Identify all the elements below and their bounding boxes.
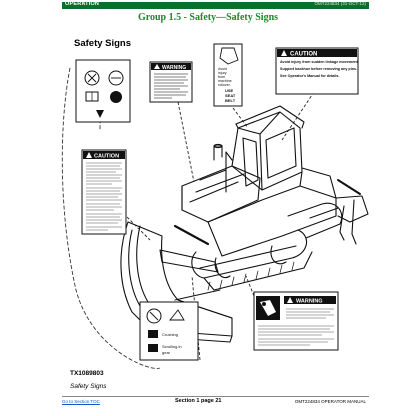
- bottom-left-line-1: Crushing: [162, 332, 178, 337]
- sign-pictograms-top-left: [75, 59, 131, 123]
- sign-warning-top: WARNING: [149, 61, 193, 103]
- sign-caution-right: CAUTION Avoid injury from sudden linkage…: [275, 47, 359, 95]
- seatbelt-line-7: SEAT: [225, 93, 236, 98]
- left-caution-heading: CAUTION: [94, 154, 119, 160]
- seatbelt-line-4: machine: [218, 79, 232, 83]
- seatbelt-line-8: BELT: [225, 98, 236, 103]
- sign-caution-left: CAUTION: [81, 149, 127, 235]
- header-doc-ref: OMT224834 (31-OCT-12): [314, 1, 366, 6]
- sign-warning-lower-right: WARNING: [253, 291, 339, 351]
- top-warning-heading: WARNING: [162, 65, 186, 71]
- sign-seatbelt: Avoid injury from machine rollover. USE …: [213, 43, 243, 107]
- right-caution-heading: CAUTION: [290, 52, 317, 58]
- header-section-label: OPERATION: [65, 1, 100, 7]
- figure-id: TX1089803: [70, 370, 104, 377]
- figure-caption: Safety Signs: [70, 383, 107, 390]
- footer-rule: [62, 396, 369, 397]
- footer-doc: OMT224834 OPERATOR MANUAL: [294, 399, 366, 404]
- right-caution-line-1: Avoid injury from sudden linkage movemen…: [280, 60, 359, 64]
- seatbelt-line-2: injury: [218, 71, 227, 75]
- seatbelt-line-1: Avoid: [218, 67, 227, 71]
- right-caution-line-2: Support backhoe before removing any pins…: [280, 67, 357, 71]
- section-heading: Safety Signs: [74, 38, 132, 49]
- bottom-left-line-3: gear: [162, 350, 171, 355]
- right-caution-line-3: See Operator's Manual for details.: [280, 74, 339, 78]
- section-toc-link[interactable]: Go to Section TOC: [62, 399, 100, 404]
- sign-pictograms-bottom-left: Crushing Scrolling in gear: [139, 301, 199, 361]
- seatbelt-line-6: USE: [225, 88, 234, 93]
- dozer-drawing: [120, 105, 369, 343]
- seatbelt-line-5: rollover.: [218, 83, 231, 87]
- lower-right-warning-heading: WARNING: [296, 299, 323, 305]
- footer-page-label: Section 1 page 21: [175, 398, 222, 404]
- group-title: Group 1.5 - Safety—Safety Signs: [137, 12, 279, 23]
- bottom-left-line-2: Scrolling in: [162, 344, 182, 349]
- seatbelt-line-3: from: [218, 75, 225, 79]
- header-bar: [62, 2, 369, 9]
